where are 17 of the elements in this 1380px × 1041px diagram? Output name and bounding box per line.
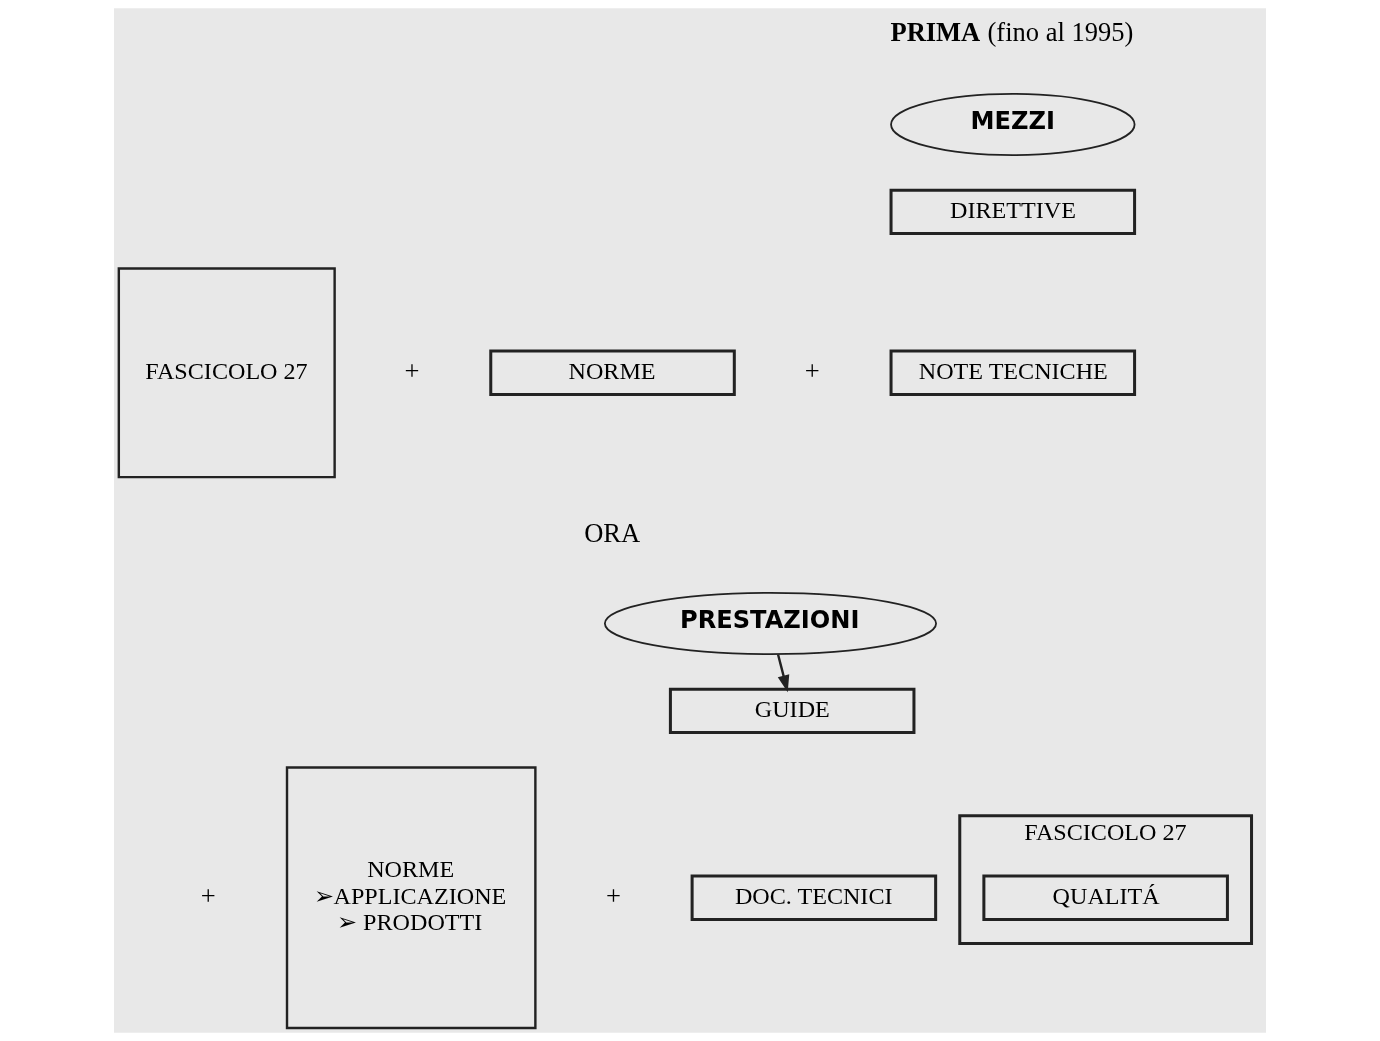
label: +	[200, 880, 216, 911]
label: PRIMA (fino al 1995)	[890, 17, 1134, 48]
arrow	[776, 654, 790, 693]
label: +	[804, 355, 820, 386]
node-box: QUALITÁ	[982, 874, 1229, 921]
label: ORA	[584, 517, 641, 548]
node-box: DIRETTIVE	[889, 188, 1137, 236]
node-box: NORME ➢APPLICAZIONE ➢ PRODOTTI	[285, 766, 537, 1030]
label: +	[605, 880, 621, 911]
node-box: GUIDE	[668, 687, 916, 735]
node-ellipse: MEZZI	[890, 92, 1136, 157]
node-box: DOC. TECNICI	[690, 874, 938, 921]
node-box: NOTE TECNICHE	[889, 349, 1137, 396]
label: +	[404, 355, 420, 386]
node-ellipse: PRESTAZIONI	[603, 592, 937, 656]
node-box: FASCICOLO 27	[117, 267, 336, 479]
node-box: NORME	[489, 349, 736, 396]
